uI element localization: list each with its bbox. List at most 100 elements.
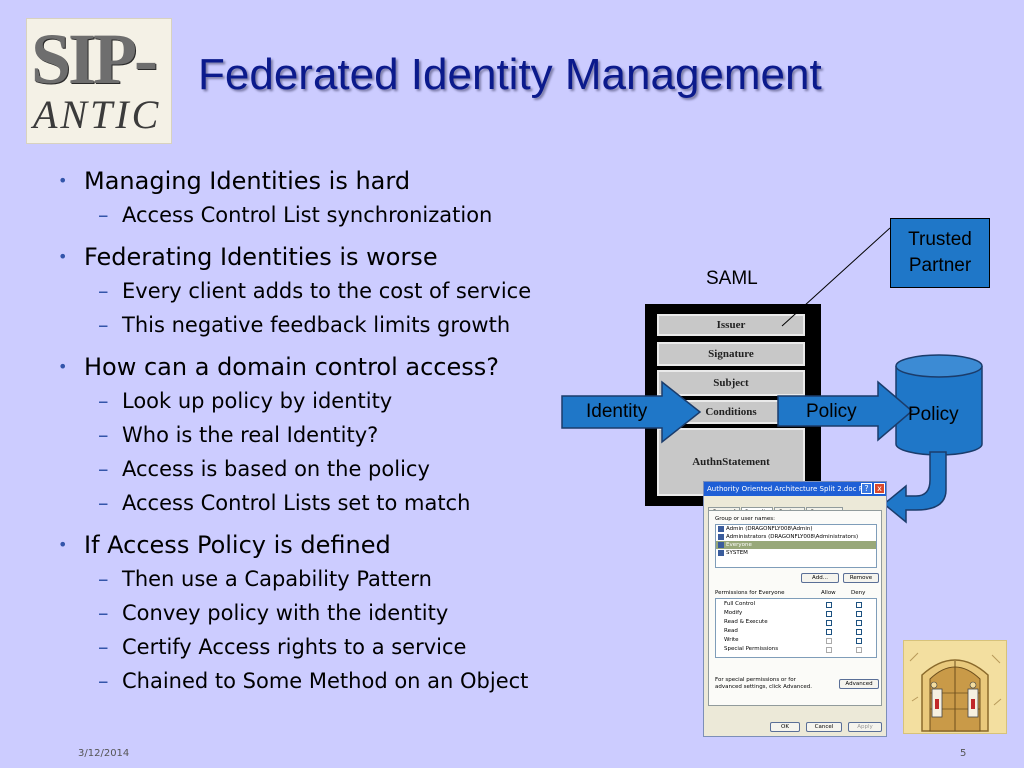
- saml-label: SAML: [706, 268, 758, 289]
- sub-bullet: –Convey policy with the identity: [58, 596, 638, 630]
- dialog-titlebar: Authority Oriented Architecture Split 2.…: [704, 482, 886, 496]
- cancel-button[interactable]: Cancel: [806, 722, 842, 732]
- sub-bullet-text: Access is based on the policy: [122, 457, 430, 481]
- sub-bullet-text: Every client adds to the cost of service: [122, 279, 532, 303]
- allow-checkbox[interactable]: [826, 611, 832, 617]
- list-item-selected[interactable]: Everyone: [716, 541, 876, 549]
- bullet-dot-icon: •: [58, 535, 68, 554]
- sub-bullet: –Certify Access rights to a service: [58, 630, 638, 664]
- bullet-list: •Managing Identities is hard –Access Con…: [58, 164, 638, 698]
- bullet-4: • If Access Policy is defined: [58, 528, 638, 562]
- sub-bullet: –Access Control Lists set to match: [58, 486, 638, 520]
- ok-button[interactable]: OK: [770, 722, 800, 732]
- list-item[interactable]: Administrators (DRAGONFLY008\Administrat…: [716, 533, 876, 541]
- user-list[interactable]: Admin (DRAGONFLY008\Admin) Administrator…: [715, 524, 877, 568]
- dash-icon: –: [98, 279, 109, 303]
- deny-checkbox[interactable]: [856, 611, 862, 617]
- users-icon: [718, 542, 724, 548]
- identity-arrow-label: Identity: [586, 401, 648, 422]
- advanced-button[interactable]: Advanced: [839, 679, 879, 689]
- saml-row-subject: Subject: [657, 370, 805, 396]
- sub-bullet: –Access Control List synchronization: [58, 198, 638, 232]
- dash-icon: –: [98, 389, 109, 413]
- add-button[interactable]: Add...: [801, 573, 839, 583]
- bullet-1: • Managing Identities is hard: [58, 164, 638, 198]
- help-icon[interactable]: ?: [861, 483, 872, 494]
- sub-bullet-text: Chained to Some Method on an Object: [122, 669, 529, 693]
- bullet-dot-icon: •: [58, 171, 68, 190]
- dash-icon: –: [98, 491, 109, 515]
- bullet-3: • How can a domain control access?: [58, 350, 638, 384]
- sub-bullet: –Access is based on the policy: [58, 452, 638, 486]
- dash-icon: –: [98, 313, 109, 337]
- dash-icon: –: [98, 669, 109, 693]
- sub-bullet-text: Access Control Lists set to match: [122, 491, 471, 515]
- users-icon: [718, 534, 724, 540]
- allow-checkbox[interactable]: [826, 620, 832, 626]
- sub-bullet: –Look up policy by identity: [58, 384, 638, 418]
- bullet-text: Federating Identities is worse: [84, 243, 438, 271]
- sub-bullet-text: Convey policy with the identity: [122, 601, 449, 625]
- deny-checkbox[interactable]: [856, 602, 862, 608]
- sub-bullet: –Chained to Some Method on an Object: [58, 664, 638, 698]
- saml-row-issuer: Issuer: [657, 314, 805, 336]
- saml-row-conditions: Conditions: [657, 400, 805, 424]
- bullet-dot-icon: •: [58, 357, 68, 376]
- permission-name: Write: [724, 637, 739, 643]
- bullet-text: How can a domain control access?: [84, 353, 500, 381]
- permission-name: Special Permissions: [724, 646, 779, 652]
- logo-line1: SIP-: [31, 19, 158, 99]
- deny-header: Deny: [851, 590, 866, 596]
- deny-checkbox[interactable]: [856, 620, 862, 626]
- slide-title: Federated Identity Management: [198, 50, 822, 99]
- castle-gate-icon: [909, 652, 1002, 732]
- policy-arrow-label: Policy: [806, 401, 857, 422]
- allow-checkbox[interactable]: [826, 629, 832, 635]
- remove-button[interactable]: Remove: [843, 573, 879, 583]
- advanced-note: For special permissions or for advanced …: [715, 677, 813, 690]
- users-icon: [718, 526, 724, 532]
- permissions-list: Full Control Modify Read & Execute Read …: [715, 598, 877, 658]
- page-number: 5: [960, 748, 967, 759]
- castle-gate-illustration: [903, 640, 1007, 734]
- allow-checkbox[interactable]: [826, 638, 832, 644]
- dash-icon: –: [98, 457, 109, 481]
- users-icon: [718, 550, 724, 556]
- sub-bullet: –Then use a Capability Pattern: [58, 562, 638, 596]
- deny-checkbox[interactable]: [856, 629, 862, 635]
- permission-name: Read & Execute: [724, 619, 768, 625]
- sub-bullet: –Every client adds to the cost of servic…: [58, 274, 638, 308]
- list-item[interactable]: SYSTEM: [716, 549, 876, 557]
- policy-store-label: Policy: [908, 404, 959, 425]
- sub-bullet-text: This negative feedback limits growth: [122, 313, 511, 337]
- saml-assertion-document: Issuer Signature Subject Conditions Auth…: [645, 304, 821, 506]
- list-item[interactable]: Admin (DRAGONFLY008\Admin): [716, 525, 876, 533]
- close-icon[interactable]: x: [874, 483, 885, 494]
- logo-line2: ANTIC: [33, 92, 162, 137]
- sub-bullet: –This negative feedback limits growth: [58, 308, 638, 342]
- sub-bullet-text: Certify Access rights to a service: [122, 635, 467, 659]
- allow-checkbox[interactable]: [826, 647, 832, 653]
- deny-checkbox[interactable]: [856, 647, 862, 653]
- security-panel: Group or user names: Admin (DRAGONFLY008…: [708, 510, 882, 706]
- deny-checkbox[interactable]: [856, 638, 862, 644]
- allow-checkbox[interactable]: [826, 602, 832, 608]
- bullet-dot-icon: •: [58, 247, 68, 266]
- apply-button[interactable]: Apply: [848, 722, 882, 732]
- bullet-text: If Access Policy is defined: [84, 531, 391, 559]
- trusted-partner-box: Trusted Partner: [890, 218, 990, 288]
- group-label: Group or user names:: [715, 516, 775, 522]
- allow-header: Allow: [821, 590, 836, 596]
- dash-icon: –: [98, 567, 109, 591]
- permission-name: Read: [724, 628, 738, 634]
- dash-icon: –: [98, 601, 109, 625]
- dialog-title: Authority Oriented Architecture Split 2.…: [707, 485, 872, 493]
- bullet-text: Managing Identities is hard: [84, 167, 411, 195]
- sub-bullet-text: Who is the real Identity?: [122, 423, 379, 447]
- dash-icon: –: [98, 635, 109, 659]
- return-arrow: [882, 451, 947, 524]
- permission-name: Full Control: [724, 601, 756, 607]
- sub-bullet-text: Look up policy by identity: [122, 389, 393, 413]
- saml-row-signature: Signature: [657, 342, 805, 366]
- permission-name: Modify: [724, 610, 743, 616]
